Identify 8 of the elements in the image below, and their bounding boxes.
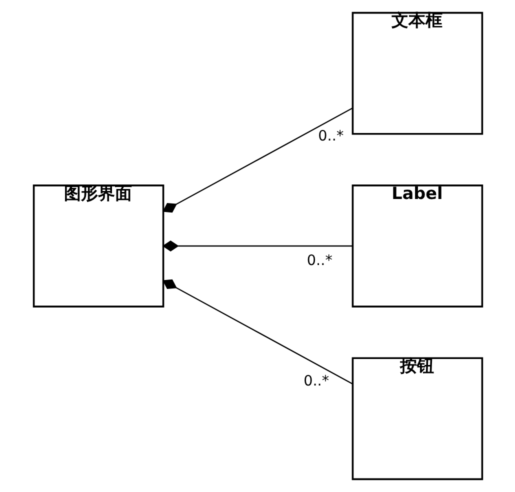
edge-label: 0..*	[303, 373, 329, 390]
edge-label: 0..*	[318, 128, 344, 145]
connector	[162, 279, 352, 384]
connector	[162, 240, 352, 252]
connector	[162, 108, 352, 213]
edge-label: 0..*	[306, 252, 332, 269]
node-box: 按钮	[351, 357, 483, 480]
node-box: Label	[351, 184, 483, 308]
